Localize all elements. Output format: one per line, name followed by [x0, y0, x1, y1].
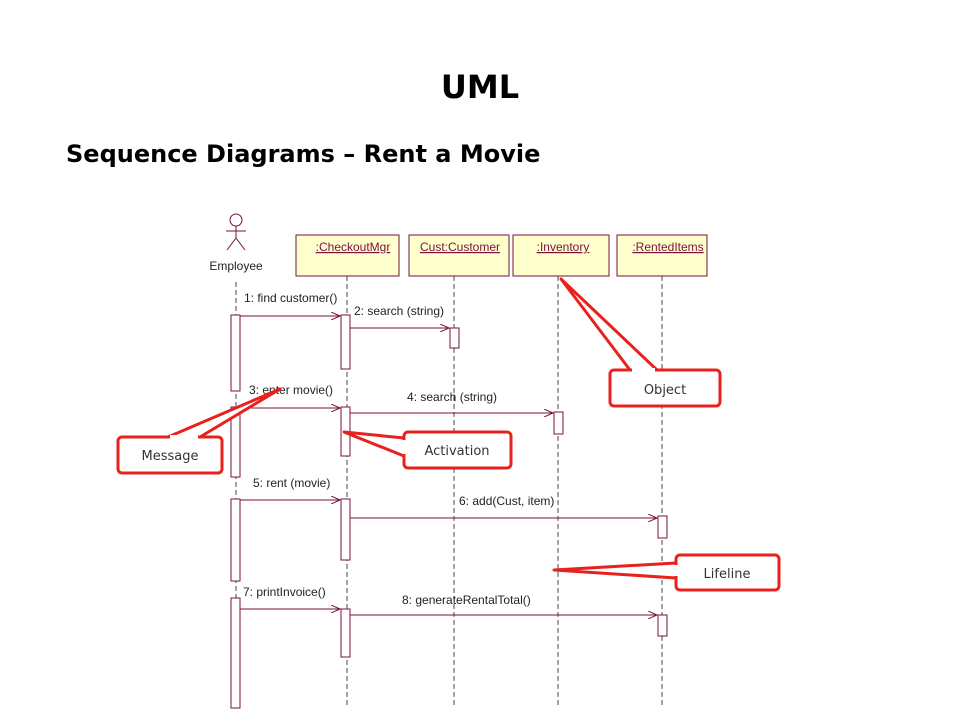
- message-1: 1: find customer(): [240, 291, 340, 316]
- actor-employee: Employee: [209, 213, 263, 273]
- message-7: 7: printInvoice(): [240, 585, 340, 609]
- callout-lifeline-label: Lifeline: [704, 567, 751, 582]
- message-label-1: 1: find customer(): [244, 291, 337, 305]
- callout-activation-label: Activation: [424, 444, 489, 459]
- object-label-checkoutmgr: :CheckoutMgr: [316, 240, 391, 254]
- slide-title: UML: [440, 68, 520, 106]
- activation-customer-1: [449, 327, 460, 349]
- message-label-6: 6: add(Cust, item): [459, 494, 554, 508]
- message-label-3: 3: enter movie(): [249, 383, 333, 397]
- message-5: 5: rent (movie): [240, 476, 340, 500]
- message-4: 4: search (string): [350, 390, 553, 413]
- message-6: 6: add(Cust, item): [350, 494, 657, 518]
- activation-checkoutmgr-1: [340, 314, 351, 370]
- object-label-renteditems: :RentedItems: [632, 240, 703, 254]
- message-label-2: 2: search (string): [354, 304, 444, 318]
- object-renteditems: :RentedItems: [616, 234, 708, 277]
- object-label-customer: Cust:Customer: [420, 240, 500, 254]
- object-inventory: :Inventory: [512, 234, 610, 277]
- object-checkoutmgr: :CheckoutMgr: [295, 234, 400, 277]
- activation-renteditems-1: [657, 515, 668, 539]
- message-2: 2: search (string): [350, 304, 449, 328]
- activation-renteditems-2: [657, 614, 668, 637]
- callout-message: Message: [116, 387, 282, 475]
- activation-inventory-1: [553, 411, 564, 435]
- slide-subtitle: Sequence Diagrams – Rent a Movie: [66, 140, 541, 168]
- callout-message-label: Message: [142, 449, 199, 464]
- callout-activation: Activation: [342, 430, 513, 470]
- message-label-4: 4: search (string): [407, 390, 497, 404]
- actor-head: [229, 213, 243, 227]
- callout-object: Object: [559, 277, 722, 408]
- activation-employee-3: [230, 498, 241, 582]
- activation-checkoutmgr-4: [340, 608, 351, 658]
- message-8: 8: generateRentalTotal(): [350, 593, 657, 615]
- message-label-8: 8: generateRentalTotal(): [402, 593, 531, 607]
- activation-checkoutmgr-3: [340, 498, 351, 561]
- object-label-inventory: :Inventory: [537, 240, 590, 254]
- actor-label: Employee: [209, 259, 263, 273]
- message-label-7: 7: printInvoice(): [243, 585, 326, 599]
- activation-employee-1: [230, 314, 241, 392]
- message-label-5: 5: rent (movie): [253, 476, 330, 490]
- callout-lifeline: Lifeline: [552, 553, 781, 592]
- activation-employee-4: [230, 597, 241, 709]
- object-customer: Cust:Customer: [408, 234, 510, 277]
- callout-object-label: Object: [644, 383, 686, 398]
